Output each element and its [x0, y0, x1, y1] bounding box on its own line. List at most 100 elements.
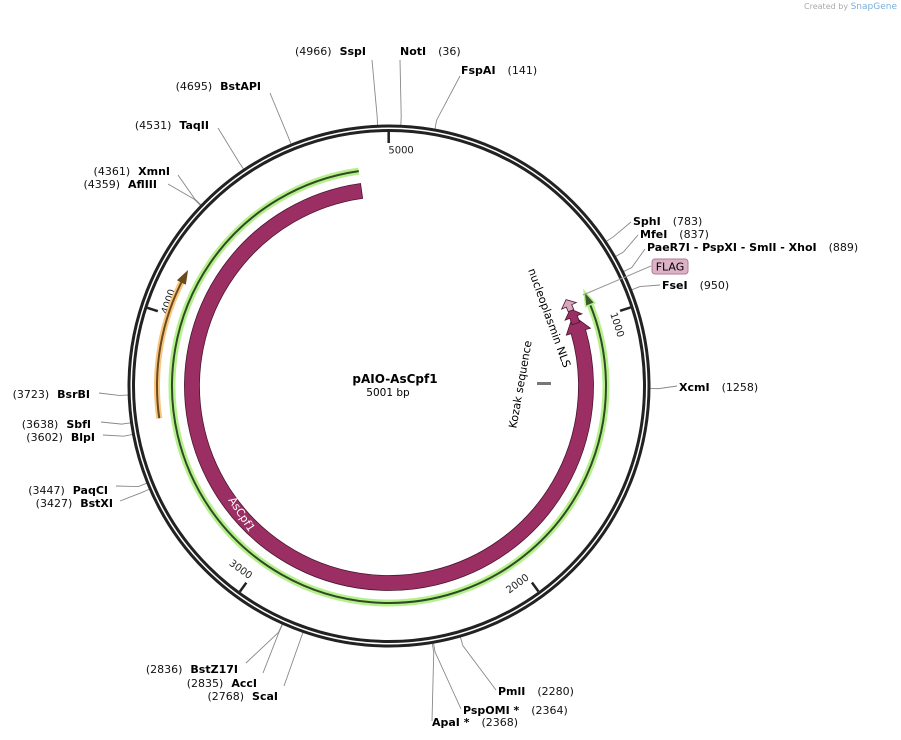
site-name: TaqII	[179, 119, 209, 132]
site-name: PspOMI *	[463, 704, 520, 717]
site-leader-line	[371, 59, 378, 126]
snapgene-credit: Created by SnapGene	[804, 2, 897, 12]
site-leader-line	[262, 624, 283, 674]
kozak-feature[interactable]	[537, 382, 551, 385]
restriction-site[interactable]: (4531)TaqII	[135, 119, 209, 132]
restriction-site[interactable]: (2836)BstZ17I	[146, 663, 238, 676]
site-name: SbfI	[66, 418, 91, 431]
tick-label: 5000	[388, 145, 413, 156]
site-leader-line	[98, 392, 129, 396]
site-position: (783)	[673, 215, 703, 228]
site-position: (889)	[829, 241, 859, 254]
site-leader-line	[269, 92, 292, 145]
ascpf1-feature[interactable]	[184, 183, 594, 591]
svg-text:PaeR7I - PspXI - SmlI - Xho: PaeR7I - PspXI - SmlI - XhoI(889)	[647, 241, 858, 254]
restriction-site[interactable]: (4361)XmnI	[94, 165, 170, 178]
site-leader-line	[119, 488, 150, 502]
restriction-site[interactable]: (4695) BstAPI	[176, 80, 261, 93]
svg-text:NotI(36): NotI(36)	[400, 45, 461, 58]
svg-text:(2836)BstZ17I: (2836)BstZ17I	[146, 663, 238, 676]
svg-text:(4966)SspI: (4966)SspI	[295, 45, 366, 58]
restriction-site[interactable]: PmlI (2280)	[498, 685, 574, 698]
site-name: AflIII	[128, 178, 157, 191]
svg-text:(3723)BsrBI: (3723)BsrBI	[13, 388, 90, 401]
site-name: PaqCI	[73, 484, 108, 497]
restriction-site[interactable]: PaeR7I - PspXI - SmlI - XhoI(889)	[647, 241, 858, 254]
restriction-site[interactable]: (2835)AccI	[187, 677, 257, 690]
plasmid-name: pAIO-AsCpf1	[352, 372, 437, 386]
site-leader-line	[606, 221, 632, 242]
flag-callout[interactable]: FLAG	[582, 258, 689, 296]
nls-feature[interactable]	[564, 308, 584, 326]
restriction-site[interactable]: (3723)BsrBI	[13, 388, 90, 401]
site-position: (1258)	[722, 381, 759, 394]
site-name: AccI	[231, 677, 257, 690]
site-name: FspAI	[461, 64, 496, 77]
svg-text:(2835)AccI: (2835)AccI	[187, 677, 257, 690]
restriction-site[interactable]: (3602)BlpI	[26, 431, 95, 444]
site-leader-lines	[98, 59, 678, 722]
site-leader-line	[102, 434, 133, 437]
plasmid-length: 5001 bp	[366, 387, 410, 399]
site-leader-line	[100, 421, 131, 425]
svg-text:ApaI *(2368): ApaI *(2368)	[432, 716, 518, 729]
restriction-site[interactable]: (3638)SbfI	[22, 418, 91, 431]
restriction-site[interactable]: NotI(36)	[400, 45, 461, 58]
svg-text:(4531)TaqII: (4531)TaqII	[135, 119, 209, 132]
restriction-site[interactable]: (4359)AflIII	[83, 178, 157, 191]
restriction-site[interactable]: FspAI(141)	[461, 64, 537, 77]
svg-text:(2768)ScaI: (2768)ScaI	[207, 690, 278, 703]
svg-text:(4361)XmnI: (4361)XmnI	[94, 165, 170, 178]
site-leader-line	[623, 248, 646, 272]
restriction-site[interactable]: (3447)PaqCI	[28, 484, 108, 497]
restriction-site[interactable]: (4966)SspI	[295, 45, 366, 58]
site-leader-line	[283, 632, 304, 687]
tick-mark	[619, 306, 631, 313]
site-leader-line	[177, 174, 202, 206]
tick-label: 2000	[504, 572, 531, 596]
site-name: BstXI	[80, 497, 113, 510]
restriction-site[interactable]: FseI(950)	[662, 279, 729, 292]
tick-mark	[238, 581, 248, 593]
restriction-site[interactable]: ApaI *(2368)	[432, 716, 518, 729]
site-name: SphI	[633, 215, 661, 228]
green-feature[interactable]	[171, 170, 607, 604]
site-name: FseI	[662, 279, 688, 292]
svg-text:FseI(950): FseI(950)	[662, 279, 729, 292]
svg-text:XcmI(1258): XcmI(1258)	[679, 381, 758, 394]
site-leader-line	[115, 482, 147, 488]
tick-mark	[530, 581, 540, 593]
site-leader-line	[649, 385, 678, 390]
svg-text:(3427)BstXI: (3427)BstXI	[36, 497, 113, 510]
restriction-site[interactable]: SphI (783)	[633, 215, 702, 228]
restriction-site[interactable]: PspOMI *(2364)	[463, 704, 568, 717]
site-position: (2280)	[537, 685, 574, 698]
svg-text:(4695)BstAPI: (4695) BstAPI	[176, 80, 261, 93]
site-leader-line	[217, 127, 245, 170]
site-name: ApaI *	[432, 716, 470, 729]
orange-feature-arrowhead	[176, 270, 189, 285]
site-position: (3602)	[26, 431, 63, 444]
backbone-outer	[127, 124, 651, 648]
site-name: PmlI	[498, 685, 525, 698]
tick-label: 3000	[227, 558, 254, 582]
site-leader-line	[459, 636, 497, 691]
flag-feature[interactable]	[560, 299, 578, 313]
orange-feature[interactable]	[156, 276, 186, 419]
svg-text:MfeI(837): MfeI(837)	[640, 228, 709, 241]
svg-text:PmlI(2280): PmlI (2280)	[498, 685, 574, 698]
site-position: (4695)	[176, 80, 213, 93]
site-leader-line	[167, 183, 201, 206]
restriction-site[interactable]: XcmI(1258)	[679, 381, 758, 394]
backbone-inner	[132, 129, 646, 643]
restriction-site[interactable]: (3427)BstXI	[36, 497, 113, 510]
kozak-label[interactable]: Kozak sequence	[506, 339, 534, 429]
site-leader-line	[245, 623, 283, 664]
flag-label: FLAG	[656, 261, 685, 274]
svg-text:(3447)PaqCI: (3447)PaqCI	[28, 484, 108, 497]
restriction-site[interactable]: (2768)ScaI	[207, 690, 278, 703]
site-name: BstAPI	[220, 80, 261, 93]
restriction-site[interactable]: MfeI(837)	[640, 228, 709, 241]
site-position: (3723)	[13, 388, 50, 401]
